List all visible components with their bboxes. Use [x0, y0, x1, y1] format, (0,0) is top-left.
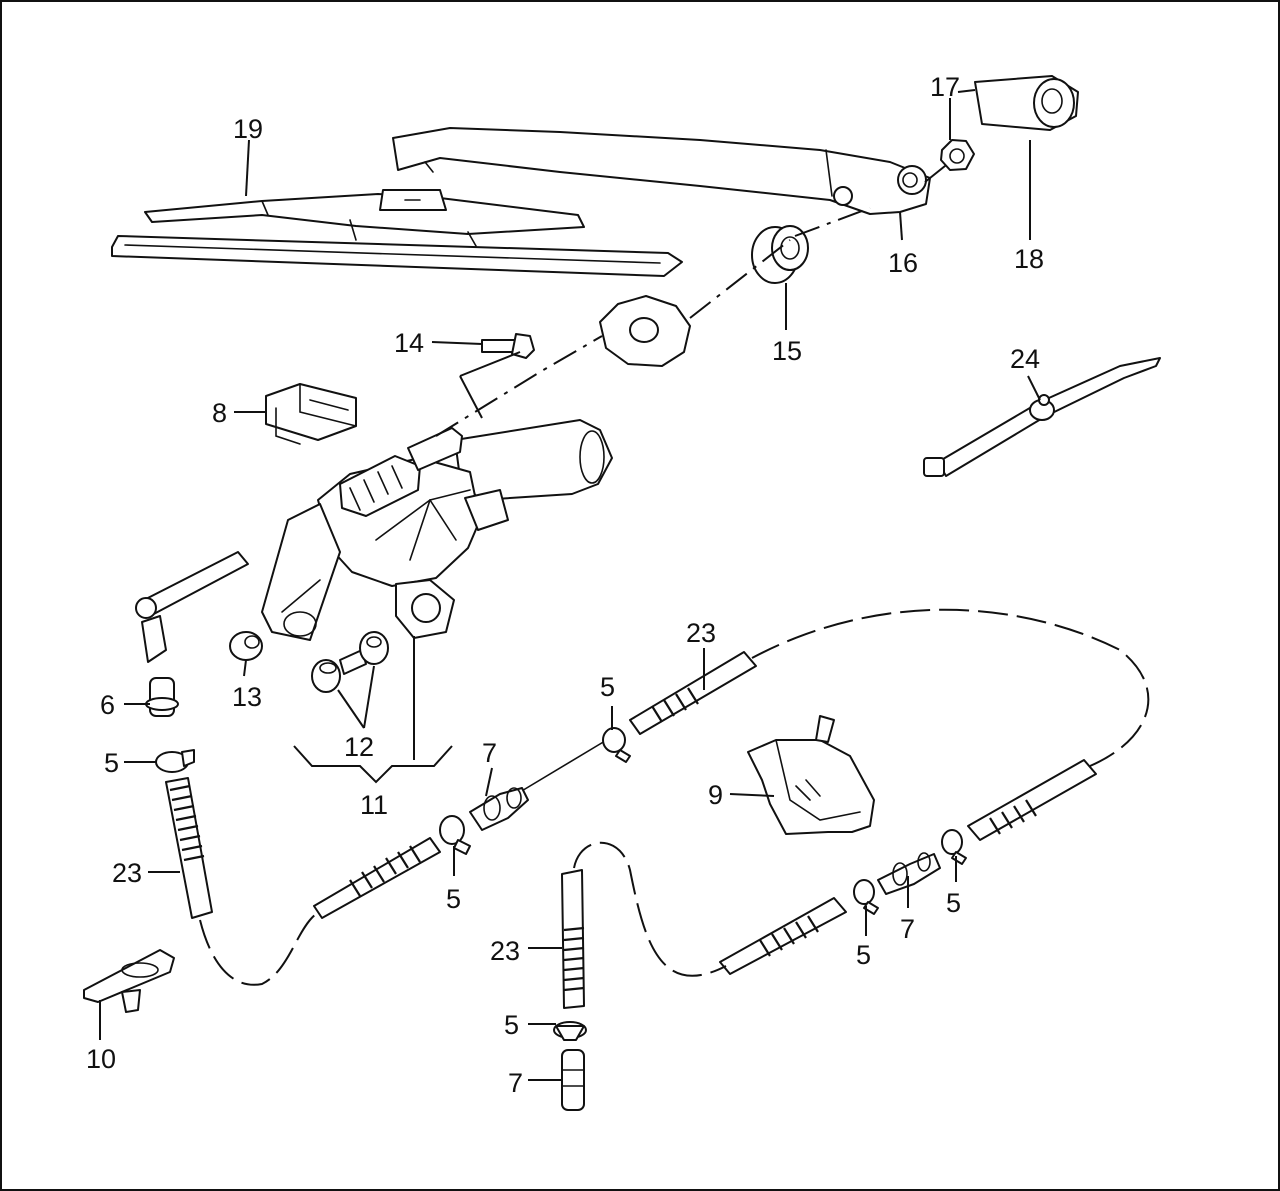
callout-6: 6: [100, 690, 115, 720]
cable-tie: [923, 357, 1161, 477]
hose-clamp-mid: [439, 815, 471, 855]
callout-5-right: 5: [946, 888, 961, 918]
callout-23-left: 23: [112, 858, 142, 888]
callout-24: 24: [1010, 344, 1040, 374]
hose-connector-vertical: [561, 1049, 585, 1111]
grommet: [751, 225, 809, 284]
hose-clamp-left: [155, 749, 195, 773]
wiper-motor: [261, 419, 613, 641]
callout-10: 10: [86, 1044, 116, 1074]
assembly-axis-line-upper: [689, 239, 791, 319]
callout-13: 13: [232, 682, 262, 712]
rubber-bushing-13: [229, 631, 263, 661]
callout-17: 17: [930, 72, 960, 102]
callout-5-upper: 5: [600, 672, 615, 702]
callout-5-lower-right: 5: [856, 940, 871, 970]
callout-19: 19: [233, 114, 263, 144]
hose-clamp-vertical: [553, 1021, 587, 1041]
washer-hose-vertical: [561, 869, 585, 1009]
washer-hose-left: [165, 777, 213, 919]
seal-disc: [599, 295, 691, 367]
hose-route-upper-right: [751, 608, 1150, 767]
callout-18: 18: [1014, 244, 1044, 274]
hex-nut: [940, 139, 975, 171]
assembly-axis-line-arm: [794, 207, 871, 237]
callout-23-upper: 23: [686, 618, 716, 648]
bolt: [481, 333, 535, 359]
hose-clamp-upper: [602, 727, 631, 763]
callout-8: 8: [212, 398, 227, 428]
callout-12: 12: [344, 732, 374, 762]
hose-clamp-lower-right: [853, 879, 879, 915]
callout-7-vertical: 7: [508, 1068, 523, 1098]
callout-5-left: 5: [104, 748, 119, 778]
callout-14: 14: [394, 328, 424, 358]
hose-route-left: [199, 913, 317, 986]
washer-jet: [135, 551, 249, 717]
callout-7-mid: 7: [482, 738, 497, 768]
callout-15: 15: [772, 336, 802, 366]
electrical-connector: [265, 383, 357, 445]
assembly-axis-line-nut: [924, 161, 951, 183]
wiper-blade: [111, 189, 683, 277]
wiper-arm: [392, 127, 931, 215]
hose-route-thin: [519, 737, 611, 793]
arm-cap: [974, 75, 1079, 131]
callout-16: 16: [888, 248, 918, 278]
hose-clamp-right: [941, 829, 967, 865]
hose-route-lower: [573, 841, 727, 977]
callout-23-vertical: 23: [490, 936, 520, 966]
hose-connector-mid: [469, 787, 529, 831]
rubber-bushing-12: [311, 631, 389, 693]
washer-hose-middle-left: [313, 837, 441, 919]
hose-connector-right: [877, 852, 941, 895]
washer-hose-lower-right: [719, 897, 847, 975]
hose-bracket: [747, 715, 875, 835]
callout-11: 11: [360, 790, 388, 820]
callout-5-mid: 5: [446, 884, 461, 914]
mounting-clip: [83, 949, 175, 1013]
leader-lines: [99, 89, 1041, 1081]
callout-5-vertical: 5: [504, 1010, 519, 1040]
callout-7-right: 7: [900, 914, 915, 944]
washer-hose-upper: [629, 651, 757, 735]
callout-9: 9: [708, 780, 723, 810]
washer-hose-right: [967, 759, 1097, 841]
